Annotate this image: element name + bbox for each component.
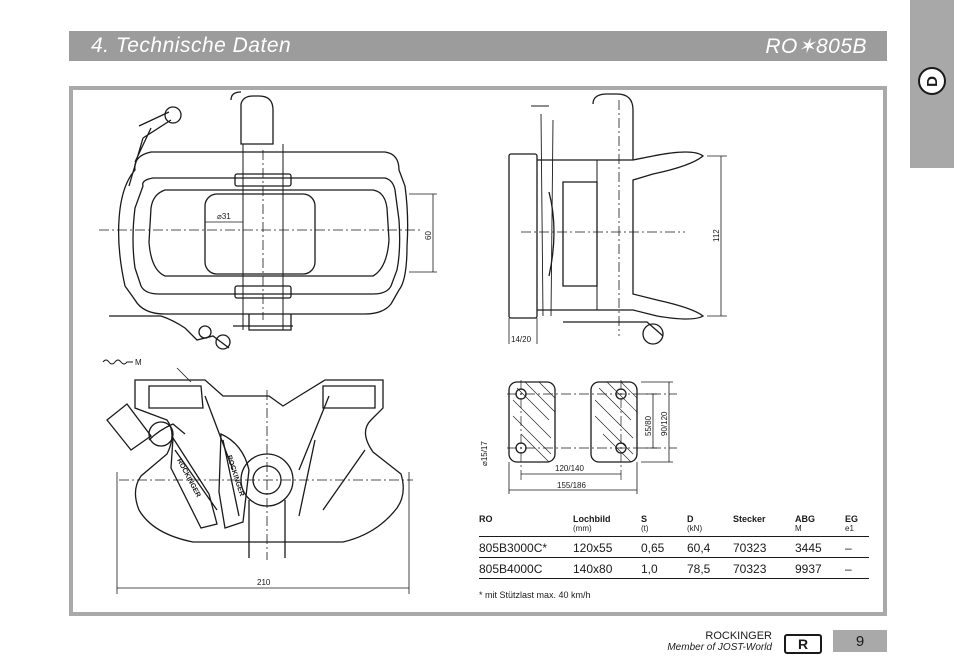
footer-brand: ROCKINGER Member of JOST-World [640,630,772,654]
brand-tagline: Member of JOST-World [667,642,772,653]
unit-lochbild: (mm) [573,524,592,533]
page-number: 9 [833,630,887,652]
unit-stecker [733,524,795,537]
cell-lochbild: 120x55 [573,541,613,555]
header-ro: RO [479,514,493,524]
language-letter: D [923,75,941,87]
unit-d: (kN) [687,524,703,533]
technical-drawings: ⌀31 60 112 14/20 M 210 ⌀15/17 55/80 90/1… [99,91,727,594]
top-view-drawing [99,91,437,350]
brand-logo: R [784,634,822,654]
cell-eg: – [845,541,852,555]
header-eg: EG [845,514,859,524]
side-view-drawing [508,93,727,345]
drawing-area: ⌀31 60 112 14/20 M 210 ⌀15/17 55/80 90/1… [73,90,883,612]
header-bar: 4. Technische Daten RO✶805B [69,31,887,61]
cell-lochbild: 140x80 [573,562,613,576]
cell-eg: – [845,562,852,576]
unit-s: (t) [641,524,649,533]
header-lochbild: Lochbild [573,514,611,524]
label-marker-m: M [135,358,142,367]
table-header-row: RO Lochbild S D Stecker ABG EG [479,512,869,524]
label-diameter-31: ⌀31 [217,212,231,221]
cell-stecker: 70323 [733,541,767,555]
cell-s: 0,65 [641,541,665,555]
cell-abg: 3445 [795,541,822,555]
cell-d: 60,4 [687,541,711,555]
unit-ro [479,524,573,537]
table-footnote: * mit Stützlast max. 40 km/h [479,590,591,600]
label-diameter-15-17: ⌀15/17 [480,441,489,466]
label-dim-120-140: 120/140 [555,464,584,473]
unit-eg: e1 [845,524,854,533]
front-view-drawing [102,359,413,594]
label-dim-55-80: 55/80 [644,415,653,436]
header-stecker: Stecker [733,514,766,524]
logo-letter: R [797,636,809,652]
cell-d: 78,5 [687,562,711,576]
label-dim-112: 112 [712,229,721,242]
header-abg: ABG [795,514,815,524]
hole-pattern-drawing [507,380,677,494]
label-dim-60: 60 [424,231,433,240]
brand-name: ROCKINGER [705,630,772,642]
label-dim-90-120: 90/120 [660,411,669,436]
cell-ro: 805B4000C [479,562,543,576]
language-badge: D [918,67,946,95]
cell-abg: 9937 [795,562,822,576]
table-units-row: (mm) (t) (kN) M e1 [479,524,869,537]
label-dim-14-20: 14/20 [511,335,532,344]
header-s: S [641,514,648,524]
model-name: RO✶805B [765,35,867,58]
drawing-frame: ⌀31 60 112 14/20 M 210 ⌀15/17 55/80 90/1… [69,86,887,616]
cell-s: 1,0 [641,562,658,576]
label-brand-print-2: ROCKINGER [225,454,245,497]
table-row: 805B4000C 140x80 1,0 78,5 70323 9937 – [479,558,869,579]
table-row: 805B3000C* 120x55 0,65 60,4 70323 3445 – [479,537,869,558]
label-brand-print-1: ROCKINGER [175,458,201,499]
unit-abg: M [795,524,802,533]
page-title: 4. Technische Daten [91,34,292,57]
header-d: D [687,514,694,524]
label-dim-155-186: 155/186 [557,481,586,490]
label-dim-210: 210 [257,578,271,587]
cell-stecker: 70323 [733,562,767,576]
cell-ro: 805B3000C* [479,541,548,555]
language-tab[interactable]: D [910,0,954,168]
spec-table: RO Lochbild S D Stecker ABG EG (mm) (t) … [479,512,869,579]
